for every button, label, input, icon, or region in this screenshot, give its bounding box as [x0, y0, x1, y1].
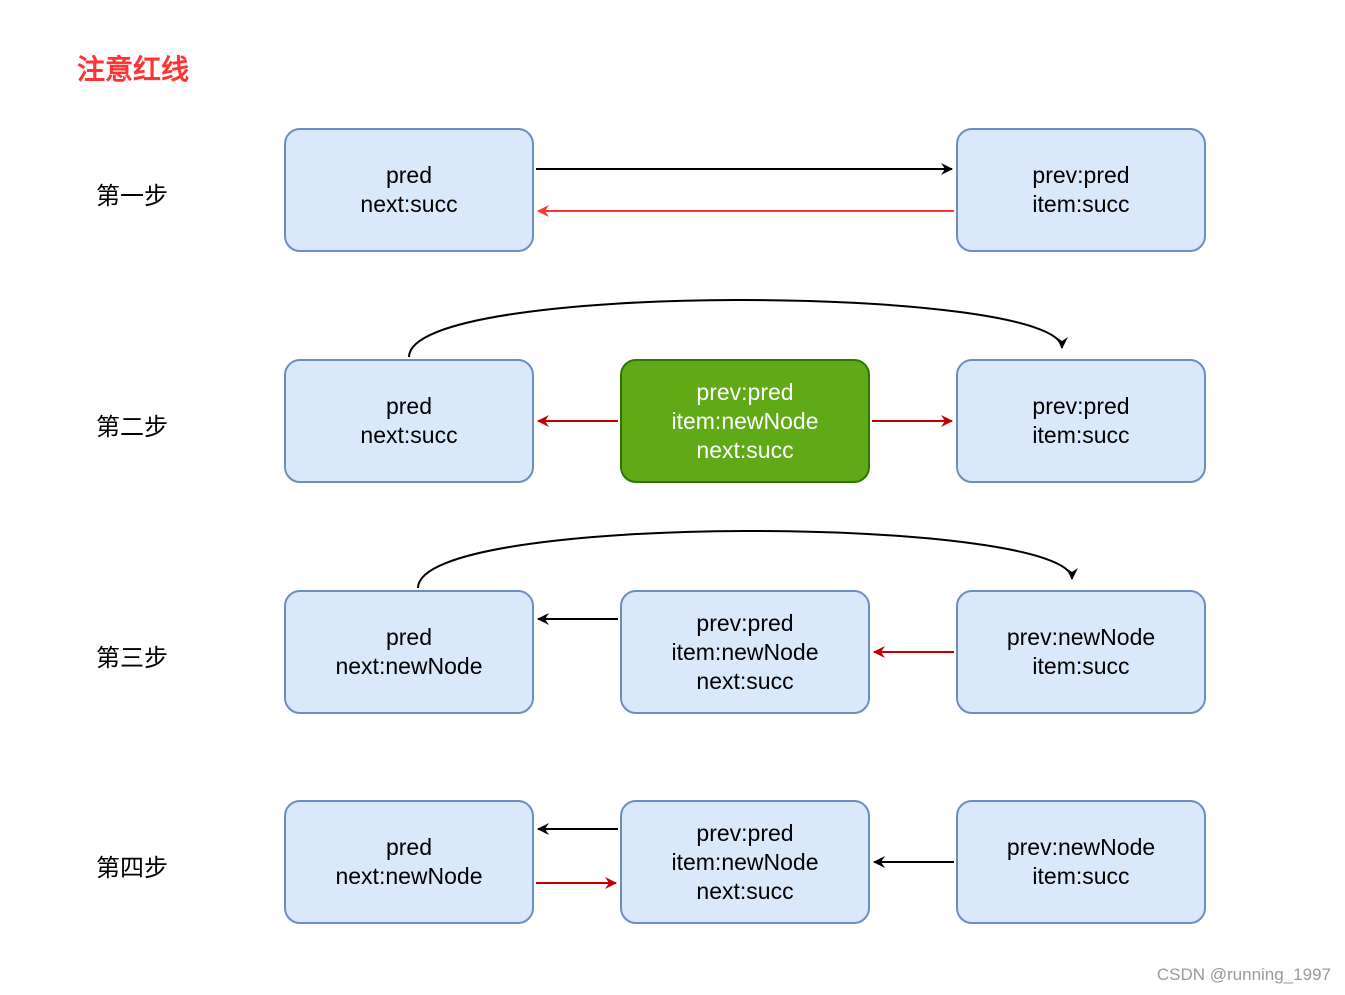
step3-pred-node: pred next:newNode [284, 590, 534, 714]
step2-pred-node: pred next:succ [284, 359, 534, 483]
step2-pred-next-curve-arrow [408, 299, 1068, 358]
watermark: CSDN @running_1997 [1156, 965, 1331, 984]
node-line: pred [385, 162, 433, 188]
step3-succ-node: prev:newNode item:succ [956, 590, 1206, 714]
step1-succ-node: prev:pred item:succ [956, 128, 1206, 252]
node-line: prev:pred [696, 609, 794, 636]
step4-pred-node: pred next:newNode [284, 800, 534, 924]
node-line: next:succ [360, 191, 458, 217]
node-line: prev:pred [696, 819, 794, 846]
step2-newnode-node: prev:pred item:newNode next:succ [620, 359, 870, 483]
node-line: prev:pred [696, 378, 794, 405]
node-line: item:succ [1032, 653, 1130, 679]
node-line: next:newNode [335, 863, 483, 889]
step4-label: 第四步 [96, 854, 168, 882]
node-line: item:newNode [671, 407, 819, 434]
step3-pred-next-curve-arrow [417, 530, 1078, 589]
node-line: prev:pred [1032, 162, 1130, 188]
node-line: item:succ [1032, 863, 1130, 889]
node-line: pred [385, 624, 433, 650]
step3-label: 第三步 [96, 644, 168, 672]
node-line: item:newNode [671, 638, 819, 665]
step3-newnode-node: prev:pred item:newNode next:succ [620, 590, 870, 714]
node-line: next:succ [360, 422, 458, 448]
step1-pred-node: pred next:succ [284, 128, 534, 252]
step4-newnode-node: prev:pred item:newNode next:succ [620, 800, 870, 924]
node-line: item:succ [1032, 422, 1130, 448]
node-line: pred [385, 393, 433, 419]
diagram-title: 注意红线 [77, 53, 190, 86]
node-line: prev:newNode [1006, 834, 1156, 860]
node-line: next:succ [696, 667, 794, 694]
node-line: prev:newNode [1006, 624, 1156, 650]
node-line: item:succ [1032, 191, 1130, 217]
node-line: prev:pred [1032, 393, 1130, 419]
step1-label: 第一步 [96, 182, 168, 210]
step2-succ-node: prev:pred item:succ [956, 359, 1206, 483]
node-line: pred [385, 834, 433, 860]
node-line: next:newNode [335, 653, 483, 679]
node-line: next:succ [696, 877, 794, 904]
step4-succ-node: prev:newNode item:succ [956, 800, 1206, 924]
node-line: next:succ [696, 436, 794, 463]
node-line: item:newNode [671, 848, 819, 875]
step2-label: 第二步 [96, 413, 168, 441]
